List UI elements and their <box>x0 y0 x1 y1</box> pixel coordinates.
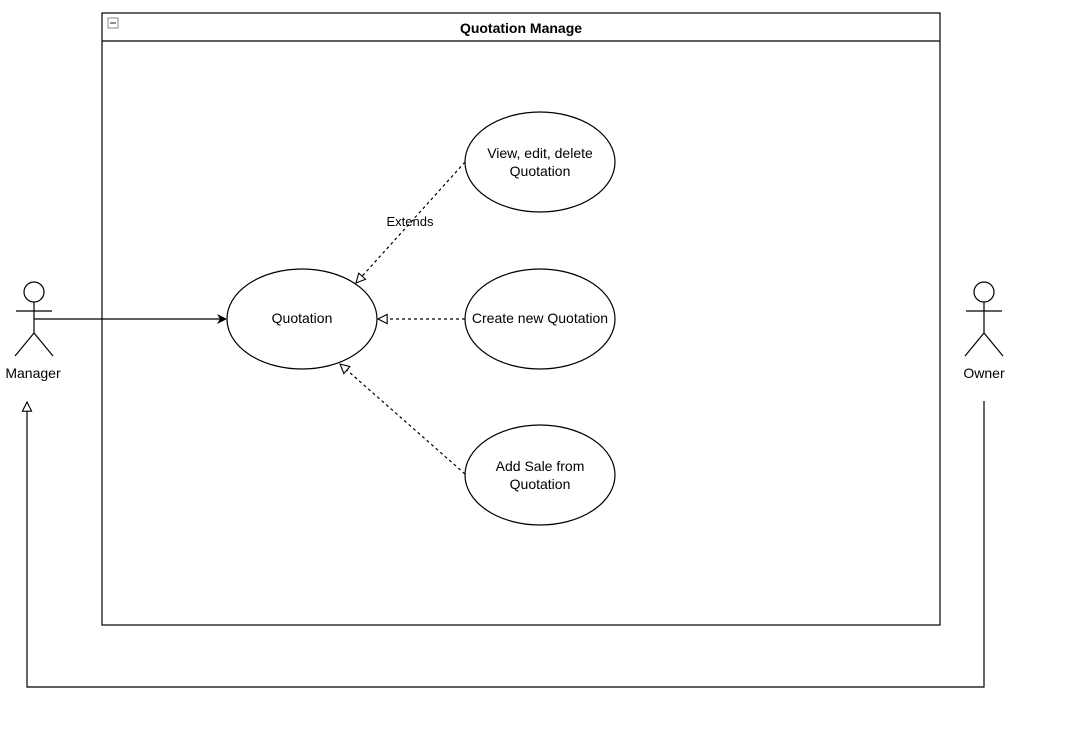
actor-manager[interactable]: Manager <box>5 281 61 381</box>
edge-label-extends: Extends <box>387 214 434 229</box>
extend-add-sale[interactable] <box>340 364 466 475</box>
collapse-icon[interactable] <box>107 17 119 29</box>
actor-label: Manager <box>5 365 61 381</box>
use-case-label-line2: Quotation <box>510 476 571 492</box>
stick-figure-icon <box>964 281 1004 357</box>
use-case-add-sale[interactable]: Add Sale from Quotation <box>464 424 616 526</box>
use-case-label: Quotation <box>272 310 333 326</box>
use-case-view-edit-delete[interactable]: View, edit, delete Quotation <box>464 111 616 213</box>
system-title: Quotation Manage <box>460 20 582 36</box>
generalization-owner-manager[interactable] <box>27 401 985 688</box>
actor-label: Owner <box>963 365 1005 381</box>
use-case-label-line1: View, edit, delete <box>487 145 593 161</box>
actor-owner[interactable]: Owner <box>963 281 1005 381</box>
use-case-label: Create new Quotation <box>472 310 608 326</box>
stick-figure-icon <box>14 281 54 357</box>
use-case-quotation[interactable]: Quotation <box>226 268 378 370</box>
use-case-create-new[interactable]: Create new Quotation <box>464 268 616 370</box>
use-case-label-line1: Add Sale from <box>496 458 585 474</box>
use-case-label-line2: Quotation <box>510 163 571 179</box>
